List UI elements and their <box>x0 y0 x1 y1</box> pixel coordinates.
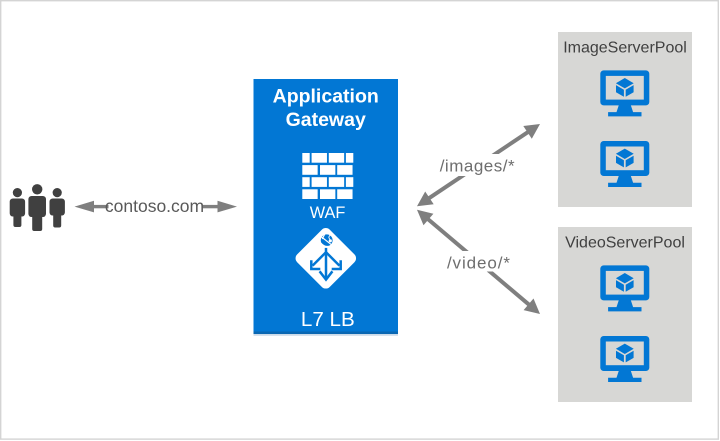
svg-text:ImageServerPool: ImageServerPool <box>563 39 687 56</box>
svg-text:WAF: WAF <box>310 204 346 222</box>
svg-text:/images/*: /images/* <box>440 156 515 175</box>
svg-text:/video/*: /video/* <box>447 253 511 272</box>
svg-text:contoso.com: contoso.com <box>105 196 204 216</box>
svg-text:L7 LB: L7 LB <box>301 308 355 331</box>
svg-text:Gateway: Gateway <box>286 109 366 131</box>
svg-text:Application: Application <box>273 86 379 108</box>
svg-text:VideoServerPool: VideoServerPool <box>565 234 685 251</box>
